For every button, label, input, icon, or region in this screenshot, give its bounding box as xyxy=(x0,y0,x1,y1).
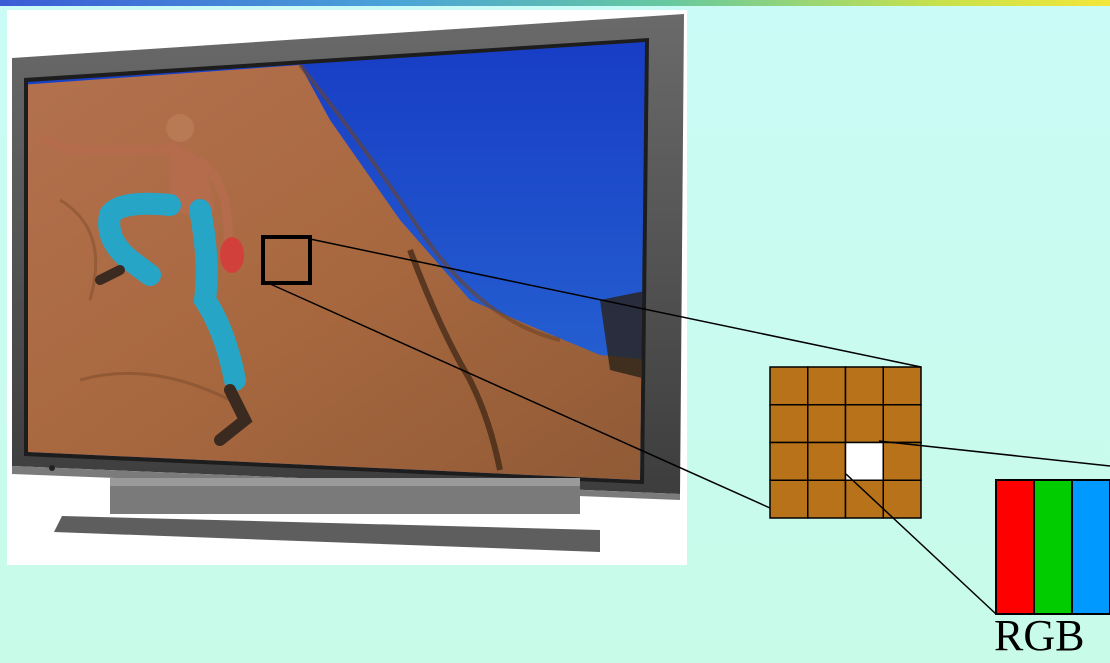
flat-panel-tv-icon xyxy=(12,14,684,552)
pixel-cell xyxy=(883,405,921,443)
pixel-cell xyxy=(883,367,921,405)
tv-stand-base xyxy=(54,516,600,552)
tv-power-led-icon xyxy=(49,465,55,471)
selected-pixel xyxy=(846,443,884,481)
rgb-label: RGB xyxy=(994,612,1110,660)
pixel-cell xyxy=(883,480,921,518)
pixel-cell xyxy=(846,480,884,518)
pixel-cell xyxy=(770,405,808,443)
pixel-cell xyxy=(883,443,921,481)
pixel-cell xyxy=(846,405,884,443)
subpixel-green xyxy=(1034,480,1072,614)
pixel-cell xyxy=(808,405,846,443)
pixel-cell xyxy=(846,367,884,405)
rock-climber-photo xyxy=(20,30,660,490)
pixel-cell xyxy=(770,443,808,481)
pixel-cell xyxy=(808,480,846,518)
pixel-cell xyxy=(770,367,808,405)
subpixel-blue xyxy=(1072,480,1110,614)
pixel-cell xyxy=(808,443,846,481)
subpixel-red xyxy=(996,480,1034,614)
pixel-cell xyxy=(770,480,808,518)
rgb-subpixels xyxy=(996,480,1110,614)
pixel-cell xyxy=(808,367,846,405)
